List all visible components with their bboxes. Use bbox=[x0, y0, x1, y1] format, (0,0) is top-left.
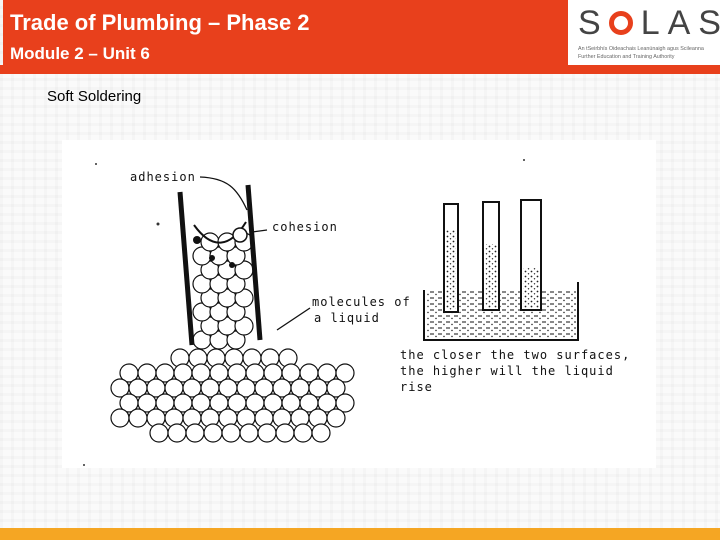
liquid-molecules-mass bbox=[110, 232, 355, 443]
caption-line3: rise bbox=[400, 380, 433, 394]
right-tube-wall bbox=[245, 184, 263, 341]
footer-bar bbox=[0, 528, 720, 540]
logo-tagline-irish: An tSeirbhís Oideachais Leanúnaigh agus … bbox=[578, 46, 704, 52]
header-accent-line bbox=[0, 65, 720, 74]
adhesion-leader-line bbox=[199, 176, 248, 211]
liquid-container bbox=[423, 282, 579, 341]
caption-line1: the closer the two surfaces, bbox=[400, 348, 631, 362]
solas-logo-wordmark: S LAS bbox=[578, 4, 720, 43]
section-label: Soft Soldering bbox=[47, 88, 142, 105]
adhesion-label: adhesion bbox=[130, 170, 196, 184]
left-tube-wall bbox=[177, 191, 195, 346]
logo-o-ring-icon bbox=[608, 11, 633, 35]
slide-subtitle: Module 2 – Unit 6 bbox=[10, 44, 150, 63]
logo-letter-s: S bbox=[578, 4, 609, 42]
caption-line2: the higher will the liquid bbox=[400, 364, 614, 378]
slide-title: Trade of Plumbing – Phase 2 bbox=[10, 10, 310, 35]
logo-tagline-english: Further Education and Training Authority bbox=[578, 54, 675, 60]
logo-letters-rest: LAS bbox=[640, 4, 720, 42]
cohesion-label: cohesion bbox=[272, 220, 338, 234]
molecules-label-line2: a liquid bbox=[314, 311, 380, 325]
molecules-leader-line bbox=[276, 307, 311, 331]
capillary-action-diagram: adhesion cohesion molecules of a liquid … bbox=[62, 140, 656, 468]
capillary-diagram-drawing bbox=[83, 159, 579, 466]
cohesion-leader-line bbox=[251, 229, 268, 233]
header-band bbox=[3, 0, 568, 74]
molecules-label-line1: molecules of bbox=[312, 295, 411, 309]
solas-logo: S LAS An tSeirbhís Oideachais Leanúnaigh … bbox=[568, 0, 720, 65]
